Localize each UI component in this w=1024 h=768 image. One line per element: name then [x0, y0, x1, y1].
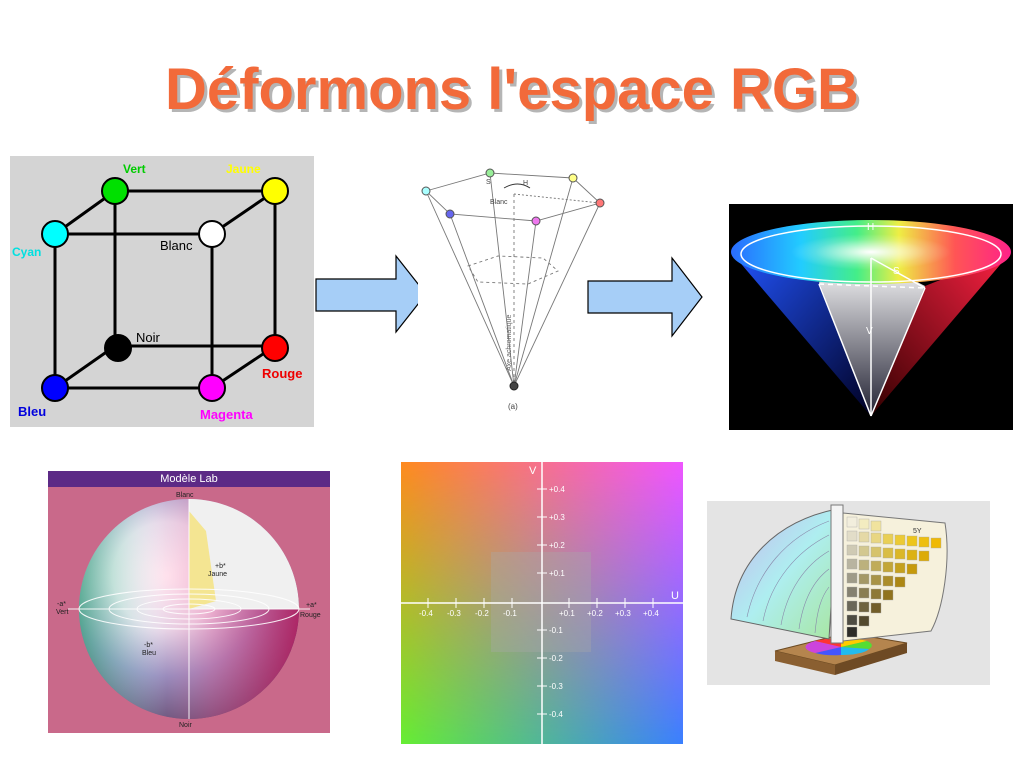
svg-text:-0.3: -0.3 — [549, 682, 563, 691]
vertex-jaune — [261, 177, 289, 205]
uv-plane-diagram: V U +0.4 +0.3 +0.2 +0.1 -0.1 -0.2 -0.3 -… — [401, 462, 683, 744]
lab-header: Modèle Lab — [48, 471, 330, 487]
svg-text:-0.3: -0.3 — [447, 609, 461, 618]
svg-text:Bleu: Bleu — [142, 650, 156, 657]
svg-text:Jaune: Jaune — [208, 571, 227, 578]
vertex-rouge — [261, 334, 289, 362]
hexcone-caption: (a) — [508, 402, 518, 411]
page-title: Déformons l'espace RGB — [165, 57, 859, 122]
svg-text:-0.4: -0.4 — [549, 710, 563, 719]
svg-text:+0.3: +0.3 — [549, 513, 565, 522]
svg-text:+0.4: +0.4 — [549, 485, 565, 494]
svg-text:+0.3: +0.3 — [615, 609, 631, 618]
svg-text:Noir: Noir — [179, 722, 193, 729]
vertex-blanc — [198, 220, 226, 248]
svg-text:V: V — [866, 326, 873, 337]
svg-text:H: H — [867, 222, 874, 233]
svg-text:Axe achromatique: Axe achromatique — [506, 314, 513, 371]
svg-text:+0.1: +0.1 — [559, 609, 575, 618]
svg-text:-0.1: -0.1 — [549, 626, 563, 635]
vertex-vert — [101, 177, 129, 205]
svg-text:-0.2: -0.2 — [475, 609, 489, 618]
svg-text:+0.2: +0.2 — [549, 541, 565, 550]
svg-text:U: U — [671, 590, 679, 602]
svg-text:+a*: +a* — [306, 602, 317, 609]
vertex-magenta — [198, 374, 226, 402]
label-blanc: Blanc — [160, 238, 193, 253]
rgb-cube-diagram: Vert Jaune Cyan Blanc Noir Rouge Bleu Ma… — [10, 156, 314, 427]
label-bleu: Bleu — [18, 404, 46, 419]
lab-model-diagram: Modèle Lab — [48, 471, 330, 733]
label-jaune: Jaune — [226, 162, 261, 176]
svg-text:-0.4: -0.4 — [419, 609, 433, 618]
hexcone-diagram: Blanc S H Axe achromatique (a) — [418, 166, 614, 422]
label-noir: Noir — [136, 330, 161, 345]
right-arrow-icon — [315, 254, 427, 334]
svg-text:-0.1: -0.1 — [503, 609, 517, 618]
label-rouge: Rouge — [262, 366, 302, 381]
svg-text:-0.2: -0.2 — [549, 654, 563, 663]
svg-text:-b*: -b* — [144, 642, 153, 649]
svg-text:+0.1: +0.1 — [549, 569, 565, 578]
color-solid-diagram: 5Y — [707, 501, 990, 685]
svg-text:+0.4: +0.4 — [643, 609, 659, 618]
hsv-cone-diagram: H S V — [729, 204, 1013, 430]
svg-text:S: S — [486, 179, 491, 186]
vertex-bleu — [41, 374, 69, 402]
svg-text:V: V — [529, 465, 537, 477]
label-cyan: Cyan — [12, 245, 41, 259]
svg-text:Blanc: Blanc — [490, 199, 508, 206]
svg-text:Vert: Vert — [56, 609, 69, 616]
svg-text:H: H — [523, 180, 528, 187]
right-arrow-icon — [587, 256, 703, 338]
svg-text:+0.2: +0.2 — [587, 609, 603, 618]
label-magenta: Magenta — [200, 407, 254, 422]
svg-text:Rouge: Rouge — [300, 612, 321, 619]
svg-text:S: S — [893, 266, 900, 277]
svg-text:+b*: +b* — [215, 563, 226, 570]
svg-text:Blanc: Blanc — [176, 492, 194, 499]
label-vert: Vert — [123, 162, 146, 176]
vertex-noir — [104, 334, 132, 362]
vertex-cyan — [41, 220, 69, 248]
svg-text:5Y: 5Y — [913, 528, 922, 535]
svg-text:-a*: -a* — [57, 601, 66, 608]
